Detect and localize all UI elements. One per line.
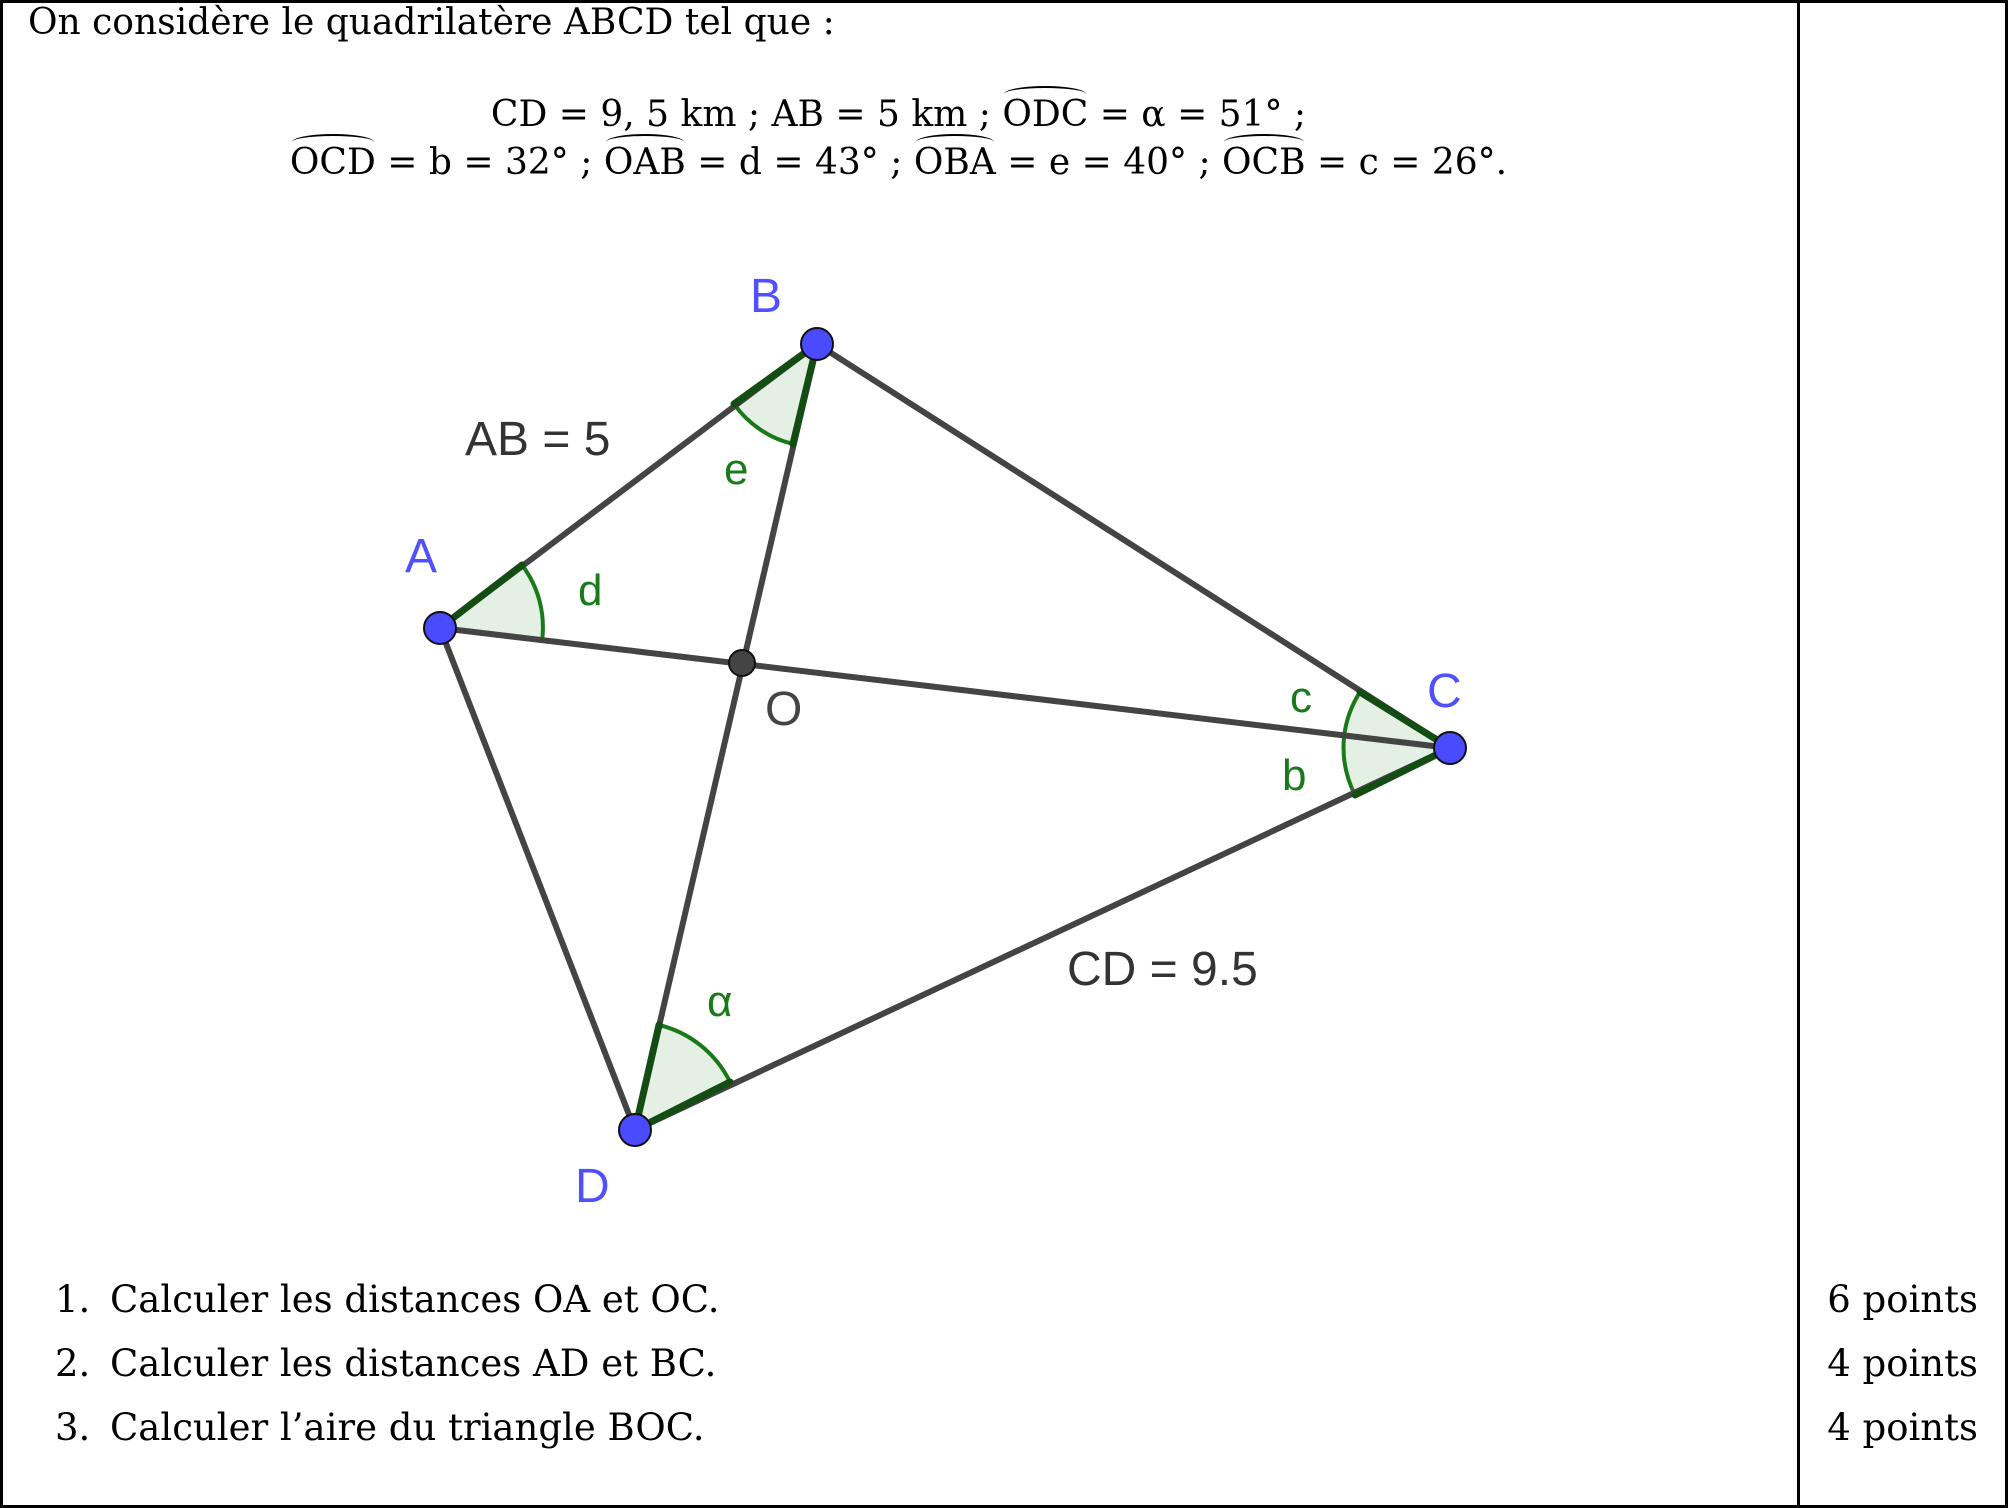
given-line-1: CD = 9, 5 km ; AB = 5 km ; ODC = α = 51°… bbox=[0, 86, 1797, 135]
question-2: 2. Calculer les distances AD et BC. bbox=[55, 1342, 716, 1385]
question-1: 1. Calculer les distances OA et OC. bbox=[55, 1278, 719, 1321]
question-2-text: Calculer les distances AD et BC. bbox=[110, 1342, 717, 1385]
angle-d-wedge bbox=[440, 565, 543, 641]
diagonal-bd bbox=[632, 341, 820, 1133]
angle-ocd: OCD bbox=[289, 134, 376, 183]
segment-da bbox=[437, 625, 638, 1133]
label-point-o: O bbox=[765, 683, 802, 736]
label-length-ab: AB = 5 bbox=[465, 413, 610, 466]
label-angle-b: b bbox=[1282, 751, 1306, 800]
angle-d-arc bbox=[520, 563, 545, 642]
question-3-text: Calculer l’aire du triangle BOC. bbox=[110, 1406, 705, 1449]
angle-alpha-arc bbox=[658, 1023, 732, 1083]
label-point-d: D bbox=[575, 1160, 610, 1213]
angle-oab: OAB bbox=[603, 134, 686, 183]
label-angle-c: c bbox=[1290, 673, 1312, 722]
angle-alpha-side-1 bbox=[631, 1021, 663, 1134]
label-length-cd: CD = 9.5 bbox=[1067, 943, 1258, 996]
given-ocb-value: = c = 26°. bbox=[1317, 142, 1508, 183]
point-a bbox=[423, 611, 457, 645]
angle-odc: ODC bbox=[1002, 86, 1089, 135]
given-odc-value: = α = 51° ; bbox=[1099, 94, 1307, 135]
angle-ocb: OCB bbox=[1222, 134, 1306, 183]
given-ab: AB = 5 km ; bbox=[771, 94, 991, 135]
label-angle-d: d bbox=[578, 566, 602, 615]
given-cd: CD = 9, 5 km ; bbox=[490, 94, 761, 135]
point-c bbox=[1433, 731, 1467, 765]
angle-d-side bbox=[436, 561, 526, 632]
given-oba-value: = e = 40° ; bbox=[1007, 142, 1211, 183]
angle-e-side-2 bbox=[789, 340, 821, 448]
question-3-number: 3. bbox=[55, 1406, 91, 1449]
point-b bbox=[800, 327, 834, 361]
label-point-a: A bbox=[405, 530, 437, 583]
label-point-b: B bbox=[750, 270, 782, 323]
angle-alpha-side-2 bbox=[631, 1078, 734, 1134]
label-angle-e: e bbox=[724, 445, 748, 494]
point-o bbox=[728, 649, 756, 677]
segment-bc bbox=[814, 341, 1453, 751]
points-column-divider bbox=[1797, 0, 1800, 1508]
angle-e-side-1 bbox=[730, 340, 821, 408]
angle-c-side bbox=[1356, 688, 1454, 752]
question-1-text: Calculer les distances OA et OC. bbox=[110, 1278, 720, 1321]
quadrilateral-figure: A B C D O d e c b α AB = 5 CD = 9.5 bbox=[405, 270, 1467, 1213]
point-d bbox=[618, 1113, 652, 1147]
question-2-points: 4 points bbox=[1827, 1342, 1978, 1385]
angle-e-arc bbox=[732, 402, 794, 446]
question-3: 3. Calculer l’aire du triangle BOC. bbox=[55, 1406, 704, 1449]
label-angle-alpha: α bbox=[707, 977, 732, 1026]
angle-b-wedge bbox=[1343, 737, 1450, 795]
question-1-number: 1. bbox=[55, 1278, 91, 1321]
question-3-points: 4 points bbox=[1827, 1406, 1978, 1449]
given-ocd-value: = b = 32° ; bbox=[387, 142, 593, 183]
intro-text: On considère le quadrilatère ABCD tel qu… bbox=[28, 2, 835, 43]
question-1-points: 6 points bbox=[1827, 1278, 1978, 1321]
given-line-2: OCD = b = 32° ; OAB = d = 43° ; OBA = e … bbox=[0, 134, 1797, 183]
label-point-c: C bbox=[1427, 665, 1462, 718]
question-2-number: 2. bbox=[55, 1342, 91, 1385]
given-oab-value: = d = 43° ; bbox=[697, 142, 903, 183]
angle-b-side bbox=[1351, 744, 1454, 799]
angle-oba: OBA bbox=[913, 134, 996, 183]
diagonal-ac bbox=[437, 625, 1453, 751]
segment-cd bbox=[632, 745, 1453, 1133]
